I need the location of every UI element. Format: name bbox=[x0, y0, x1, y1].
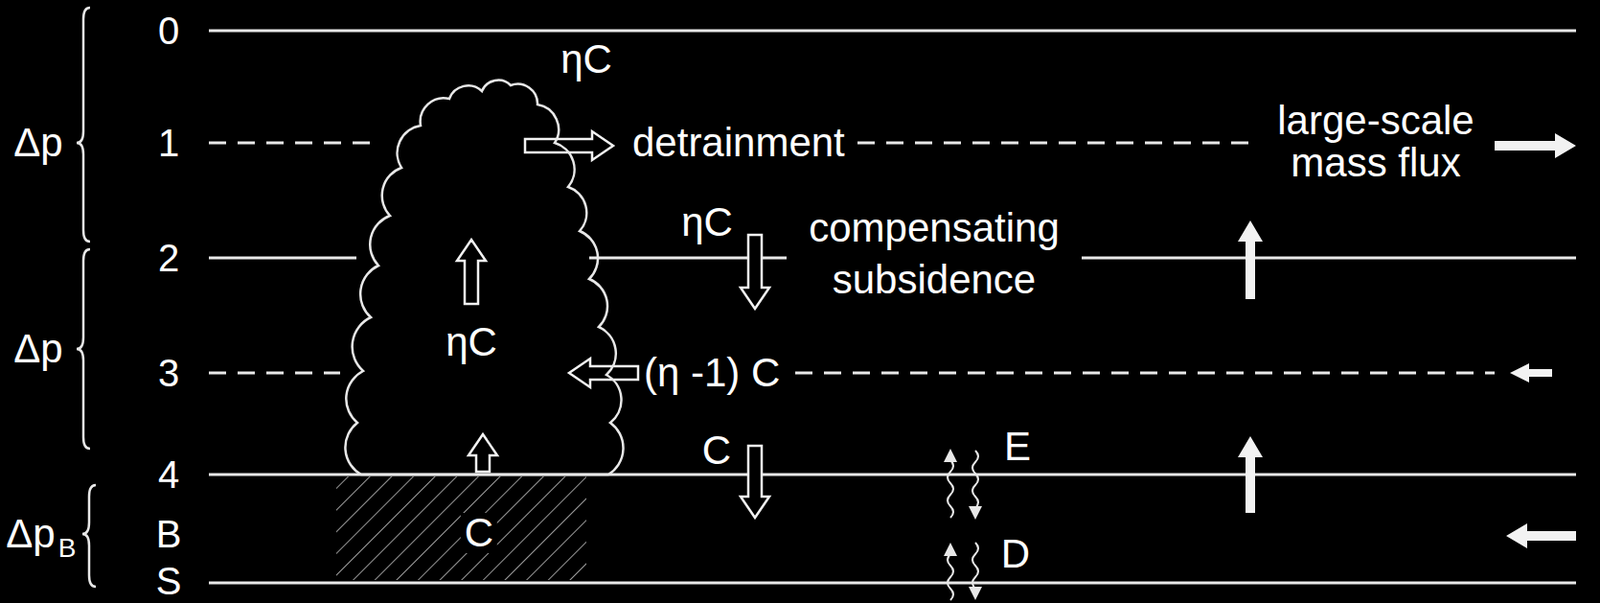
process-label: compensating subsidence bbox=[786, 202, 1082, 306]
wavy-arrow-head bbox=[968, 505, 983, 520]
flux-label: ηC bbox=[681, 202, 733, 243]
large-scale-arrow bbox=[1509, 363, 1553, 383]
subscript: B bbox=[58, 534, 77, 562]
level-line-dashed bbox=[795, 371, 1495, 375]
flux-label: (η -1) C bbox=[643, 352, 780, 393]
flux-label: ηC bbox=[560, 39, 613, 80]
wavy-arrow bbox=[947, 553, 954, 600]
pressure-thickness: Δp bbox=[5, 513, 55, 554]
level-line bbox=[589, 256, 1577, 260]
level-line bbox=[208, 29, 1577, 33]
brace bbox=[82, 484, 96, 587]
level-number: S bbox=[156, 561, 183, 600]
level-number: B bbox=[156, 514, 183, 553]
wavy-arrow-head bbox=[943, 448, 958, 462]
wavy-arrow bbox=[972, 542, 979, 589]
level-line-dashed bbox=[208, 141, 382, 145]
cloud-base-arrow bbox=[468, 434, 498, 472]
detrainment-arrow bbox=[525, 131, 614, 160]
mass-flux-label: ηC bbox=[445, 321, 498, 363]
cloud: ηC bbox=[342, 66, 628, 475]
level-number: 3 bbox=[158, 353, 180, 392]
wavy-arrow-head bbox=[968, 586, 983, 600]
level-line bbox=[208, 256, 357, 260]
flux-label: C bbox=[702, 430, 732, 471]
level-line-dashed bbox=[208, 371, 341, 375]
level-number: 2 bbox=[158, 238, 180, 277]
level-line bbox=[208, 581, 1577, 585]
pressure-thickness: Δp bbox=[13, 328, 63, 369]
brace bbox=[76, 249, 91, 449]
large-scale-arrow bbox=[1237, 220, 1263, 299]
flux-label: D bbox=[1001, 533, 1030, 574]
entrainment-arrow bbox=[569, 358, 639, 388]
large-scale-arrow bbox=[1494, 133, 1577, 159]
subsidence-arrow bbox=[740, 234, 770, 309]
pressure-thickness: Δp bbox=[13, 122, 63, 163]
wavy-arrow bbox=[947, 459, 954, 518]
level-line bbox=[208, 473, 1577, 477]
level-line-dashed bbox=[857, 141, 1256, 145]
wavy-arrow-head bbox=[943, 542, 958, 556]
large-scale-arrow bbox=[1506, 523, 1577, 549]
updraft-arrow bbox=[457, 239, 486, 304]
brace bbox=[76, 7, 91, 242]
level-number: 1 bbox=[158, 123, 180, 162]
large-scale-arrow bbox=[1237, 435, 1263, 513]
process-label: detrainment bbox=[632, 122, 846, 163]
level-number: 4 bbox=[158, 455, 180, 494]
subsidence-arrow bbox=[740, 445, 770, 518]
cloud-base-hatching bbox=[336, 476, 587, 580]
flux-label: C bbox=[460, 512, 498, 553]
wavy-arrow bbox=[972, 450, 979, 508]
cloud-outline bbox=[344, 80, 623, 475]
level-number: 0 bbox=[158, 11, 180, 50]
flux-label: E bbox=[1004, 426, 1031, 467]
process-label: large-scale mass flux bbox=[1260, 99, 1491, 184]
node-outline bbox=[342, 66, 628, 475]
